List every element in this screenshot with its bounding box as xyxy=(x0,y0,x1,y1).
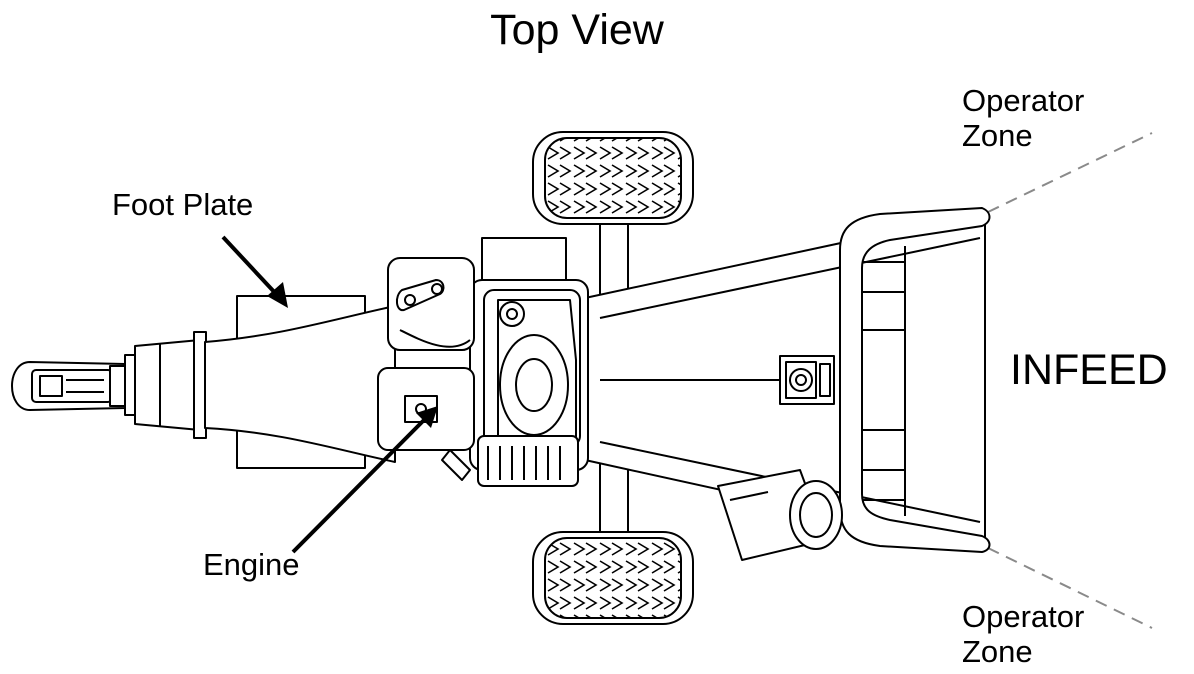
wheel-top xyxy=(532,131,694,225)
operator-zone-label-bottom: Operator Zone xyxy=(962,599,1085,669)
diagram-title: Top View xyxy=(490,6,664,54)
operator-zone-line-bottom xyxy=(987,547,1153,629)
fuel-tank xyxy=(377,367,475,481)
tongue-frame xyxy=(134,331,207,439)
operator-zone-dashed-lines xyxy=(987,132,1153,629)
engine-arrow-line xyxy=(291,416,428,554)
foot-plate-label: Foot Plate xyxy=(112,187,254,222)
engine-block xyxy=(469,279,589,487)
operator-zone-label-top: Operator Zone xyxy=(962,83,1085,153)
muffler xyxy=(717,469,843,561)
hitch-coupler xyxy=(11,354,140,416)
foot-plate-arrow-line xyxy=(221,235,280,298)
main-frame xyxy=(204,305,396,463)
wheel-bottom xyxy=(532,531,694,625)
infeed-label: INFEED xyxy=(1010,346,1168,394)
hopper-bumper xyxy=(839,207,991,553)
control-switch xyxy=(779,355,835,405)
foot-plate-arrowhead xyxy=(267,282,288,308)
annotation-arrows xyxy=(221,235,438,554)
engine-arrowhead xyxy=(416,406,438,428)
air-filter-housing xyxy=(387,257,475,351)
engine-label: Engine xyxy=(203,547,300,582)
operator-zone-line-top xyxy=(987,132,1153,213)
